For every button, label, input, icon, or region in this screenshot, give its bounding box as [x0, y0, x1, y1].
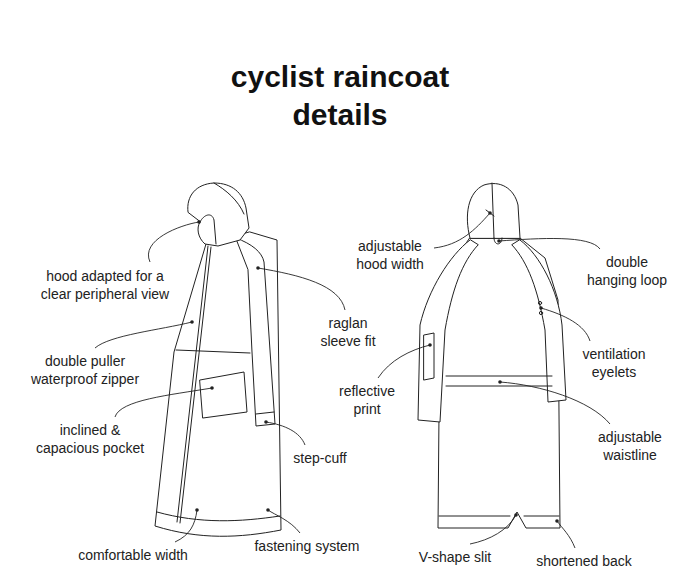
leader-dot — [190, 320, 194, 324]
leader-line — [95, 322, 192, 348]
hanging-loop — [494, 238, 502, 244]
coat-hood — [188, 183, 249, 246]
leader-dot — [195, 508, 199, 512]
callout-label: fastening system — [237, 537, 377, 555]
leader-dots — [190, 211, 559, 523]
callout-label: step-cuff — [280, 449, 360, 467]
hem-line — [157, 512, 280, 521]
callout-label: shortened back — [519, 552, 649, 570]
eyelet — [539, 311, 542, 314]
leader-dot — [497, 239, 501, 243]
leader-dot — [539, 306, 543, 310]
hood-opening — [200, 215, 216, 244]
leader-line — [499, 238, 600, 249]
callout-label: comfortable width — [63, 546, 203, 564]
waist-band — [446, 376, 552, 377]
leader-dot — [555, 519, 559, 523]
leader-line — [378, 345, 430, 378]
waist-band — [446, 386, 552, 387]
callout-label: ventilation eyelets — [572, 345, 657, 381]
leader-dot — [256, 266, 260, 270]
hood-edge — [214, 183, 244, 214]
hem-line — [439, 516, 559, 517]
leader-line — [557, 521, 575, 548]
leader-dot — [264, 420, 268, 424]
leader-dot — [488, 211, 492, 215]
leader-line — [148, 222, 199, 262]
reflective-print — [424, 333, 434, 380]
waist-band — [176, 350, 250, 353]
title: cyclist raincoat details — [205, 58, 475, 134]
leader-dot — [498, 380, 502, 384]
leader-dot — [266, 508, 270, 512]
callout-label: adjustable hood width — [350, 237, 430, 273]
leader-dot — [197, 220, 201, 224]
coat-hood — [467, 184, 520, 238]
leader-dot — [210, 386, 214, 390]
leader-line — [266, 422, 305, 445]
pocket — [200, 372, 247, 418]
leader-line — [541, 308, 590, 341]
leader-lines — [95, 213, 610, 548]
leader-line — [175, 510, 197, 542]
callout-label: V-shape slit — [400, 548, 510, 566]
callout-label: double puller waterproof zipper — [23, 352, 148, 388]
coat-sleeve — [512, 240, 566, 402]
leader-dot — [428, 343, 432, 347]
hood-adjuster — [486, 210, 494, 216]
leader-line — [470, 515, 516, 544]
leader-line — [258, 268, 345, 310]
callout-label: inclined & capacious pocket — [33, 421, 148, 457]
callout-label: raglan sleeve fit — [316, 314, 381, 350]
cuff-line — [256, 412, 274, 414]
hood-seam — [492, 183, 494, 238]
leader-line — [434, 213, 490, 248]
leader-line — [268, 510, 300, 533]
callout-label: hood adapted for a clear peripheral view — [35, 267, 175, 303]
leader-line — [115, 388, 212, 417]
leader-dot — [514, 513, 518, 517]
coat-sleeve — [418, 240, 478, 422]
eyelet — [538, 301, 541, 304]
leader-line — [500, 382, 610, 424]
coat-body — [155, 232, 281, 536]
callout-label: double hanging loop — [583, 253, 671, 289]
callout-label: reflective print — [331, 382, 403, 418]
callout-label: adjustable waistline — [585, 428, 675, 464]
